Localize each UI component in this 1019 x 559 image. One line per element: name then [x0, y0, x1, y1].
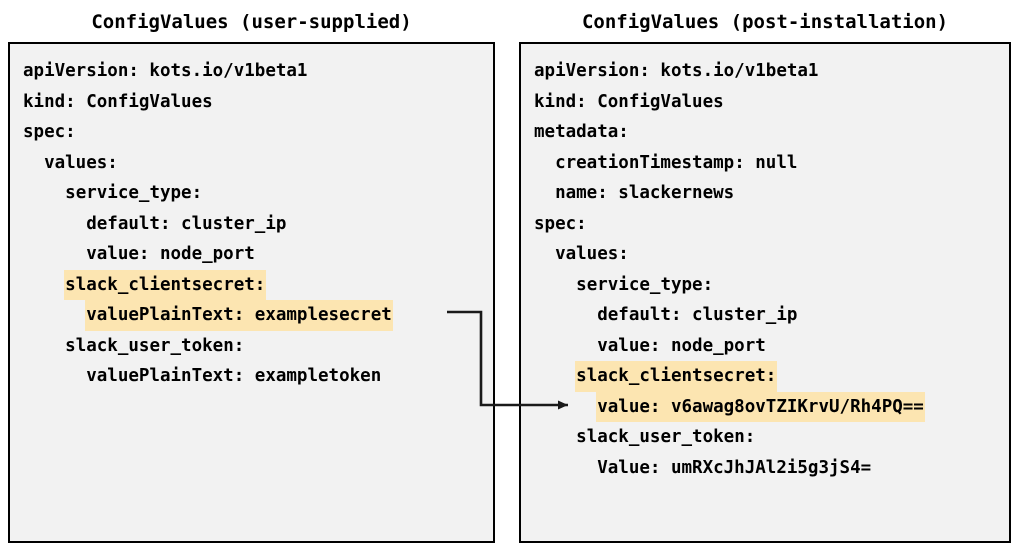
line-indent	[533, 366, 575, 386]
line-text: service_type:	[65, 183, 203, 203]
line-text: creationTimestamp: null	[555, 152, 798, 173]
line-indent	[533, 458, 596, 478]
left-panel-title: ConfigValues (user-supplied)	[91, 11, 412, 33]
line-text: metadata:	[534, 122, 629, 142]
line-indent	[533, 275, 575, 295]
line-text: values:	[44, 152, 118, 173]
line-indent	[22, 183, 64, 203]
config-line: slack_user_token:	[22, 331, 489, 362]
line-text: values:	[555, 244, 629, 264]
config-line: apiVersion: kots.io/v1beta1	[533, 56, 1005, 87]
line-text: slack_user_token:	[65, 335, 245, 356]
config-line: name: slackernews	[533, 178, 1005, 209]
config-line: value: node_port	[533, 331, 1005, 362]
config-line: slack_user_token:	[533, 422, 1005, 453]
line-text: apiVersion: kots.io/v1beta1	[534, 61, 819, 81]
left-config-panel: apiVersion: kots.io/v1beta1 kind: ConfigV…	[8, 42, 495, 543]
line-text: value: node_port	[597, 335, 766, 356]
config-line: service_type:	[22, 178, 489, 209]
line-text: spec:	[23, 122, 76, 142]
config-line: metadata:	[533, 117, 1005, 148]
line-text: Value: umRXcJhJAl2i5g3jS4=	[597, 457, 872, 478]
right-config-code-block: apiVersion: kots.io/v1beta1 kind: ConfigV…	[533, 56, 1005, 483]
line-indent	[533, 336, 596, 356]
line-text: default: cluster_ip	[86, 213, 287, 234]
config-line: kind: ConfigValues	[22, 87, 489, 118]
line-text: kind: ConfigValues	[23, 91, 213, 112]
left-config-code-block: apiVersion: kots.io/v1beta1 kind: ConfigV…	[22, 56, 489, 392]
line-indent	[22, 153, 43, 173]
line-text: apiVersion: kots.io/v1beta1	[23, 61, 308, 81]
config-line: slack_clientsecret:	[22, 269, 489, 300]
line-text: value: v6awag8ovTZIKrvU/Rh4PQ==	[596, 391, 925, 422]
config-line: Value: umRXcJhJAl2i5g3jS4=	[533, 453, 1005, 484]
line-text: slack_clientsecret:	[64, 269, 267, 300]
line-text: slack_user_token:	[576, 427, 756, 447]
line-text: spec:	[534, 213, 587, 234]
config-line: valuePlainText: exampletoken	[22, 361, 489, 392]
line-indent	[533, 397, 596, 417]
line-text: service_type:	[576, 274, 714, 295]
config-line: apiVersion: kots.io/v1beta1	[22, 56, 489, 87]
right-config-panel: apiVersion: kots.io/v1beta1 kind: ConfigV…	[519, 42, 1011, 543]
config-line: kind: ConfigValues	[533, 87, 1005, 118]
line-text: slack_clientsecret:	[575, 361, 778, 392]
line-indent	[533, 305, 596, 325]
config-line: creationTimestamp: null	[533, 148, 1005, 179]
config-line: default: cluster_ip	[533, 300, 1005, 331]
line-indent	[22, 305, 85, 325]
line-text: name: slackernews	[555, 183, 735, 203]
line-text: kind: ConfigValues	[534, 91, 724, 112]
line-indent	[533, 244, 554, 264]
line-indent	[533, 153, 554, 173]
line-text: default: cluster_ip	[597, 305, 798, 325]
line-text: value: node_port	[86, 244, 255, 264]
line-indent	[533, 183, 554, 203]
config-line: value: v6awag8ovTZIKrvU/Rh4PQ==	[533, 391, 1005, 422]
line-text: valuePlainText: exampletoken	[86, 366, 382, 386]
config-line: value: node_port	[22, 239, 489, 270]
config-line: spec:	[533, 209, 1005, 240]
config-line: slack_clientsecret:	[533, 361, 1005, 392]
line-indent	[533, 427, 575, 447]
line-text: valuePlainText: examplesecret	[85, 300, 393, 331]
config-line: values:	[22, 148, 489, 179]
config-line: spec:	[22, 117, 489, 148]
config-line: default: cluster_ip	[22, 209, 489, 240]
line-indent	[22, 214, 85, 234]
config-line: service_type:	[533, 270, 1005, 301]
line-indent	[22, 275, 64, 295]
config-line: valuePlainText: examplesecret	[22, 300, 489, 331]
line-indent	[22, 366, 85, 386]
line-indent	[22, 244, 85, 264]
right-panel-title: ConfigValues (post-installation)	[581, 11, 949, 33]
line-indent	[22, 336, 64, 356]
config-line: values:	[533, 239, 1005, 270]
